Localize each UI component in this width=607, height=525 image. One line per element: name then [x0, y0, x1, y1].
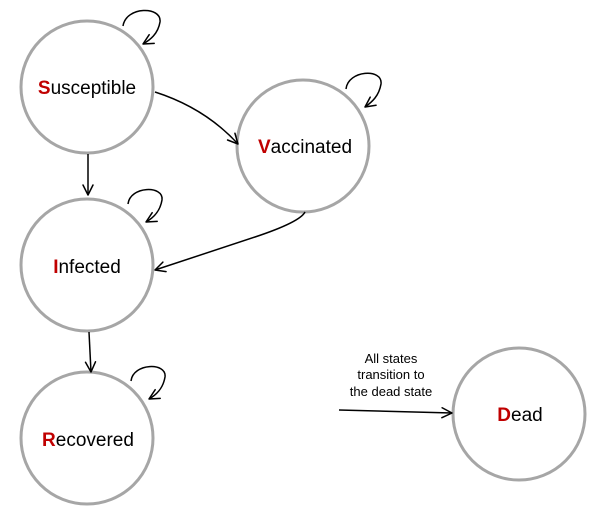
state-rest-infected: nfected — [58, 257, 120, 278]
state-initial-recovered: R — [42, 430, 56, 451]
state-circle-infected — [19, 197, 155, 333]
state-rest-recovered: ecovered — [56, 430, 134, 451]
state-initial-vaccinated: V — [258, 137, 271, 158]
dead-transition-note-line-3: the dead state — [350, 384, 432, 399]
state-label-recovered: Recovered — [42, 430, 134, 451]
self-loop-recovered — [130, 365, 166, 400]
edge-vaccinated-to-infected — [154, 211, 306, 273]
self-loop-vaccinated — [345, 72, 382, 108]
state-rest-dead: ead — [511, 405, 543, 426]
self-loop-infected — [127, 188, 163, 223]
dead-transition-note-line-1: All states — [365, 351, 418, 366]
edge-susceptible-to-vaccinated — [154, 91, 239, 145]
state-circle-dead — [451, 346, 587, 482]
state-label-infected: Infected — [53, 257, 121, 278]
edge-infected-to-recovered — [84, 331, 97, 373]
state-label-susceptible: Susceptible — [38, 78, 136, 99]
state-initial-susceptible: S — [38, 78, 51, 99]
self-loop-susceptible — [122, 9, 161, 45]
state-rest-vaccinated: accinated — [271, 137, 352, 158]
state-rest-susceptible: usceptible — [51, 78, 137, 99]
state-circle-vaccinated — [235, 78, 371, 214]
state-initial-infected: I — [53, 257, 58, 278]
state-label-dead: Dead — [497, 405, 542, 426]
dead-transition-note-line-2: transition to — [357, 367, 424, 382]
state-label-vaccinated: Vaccinated — [258, 137, 352, 158]
state-circle-susceptible — [19, 19, 155, 155]
state-initial-dead: D — [497, 405, 511, 426]
edge-all-to-dead — [338, 406, 453, 419]
